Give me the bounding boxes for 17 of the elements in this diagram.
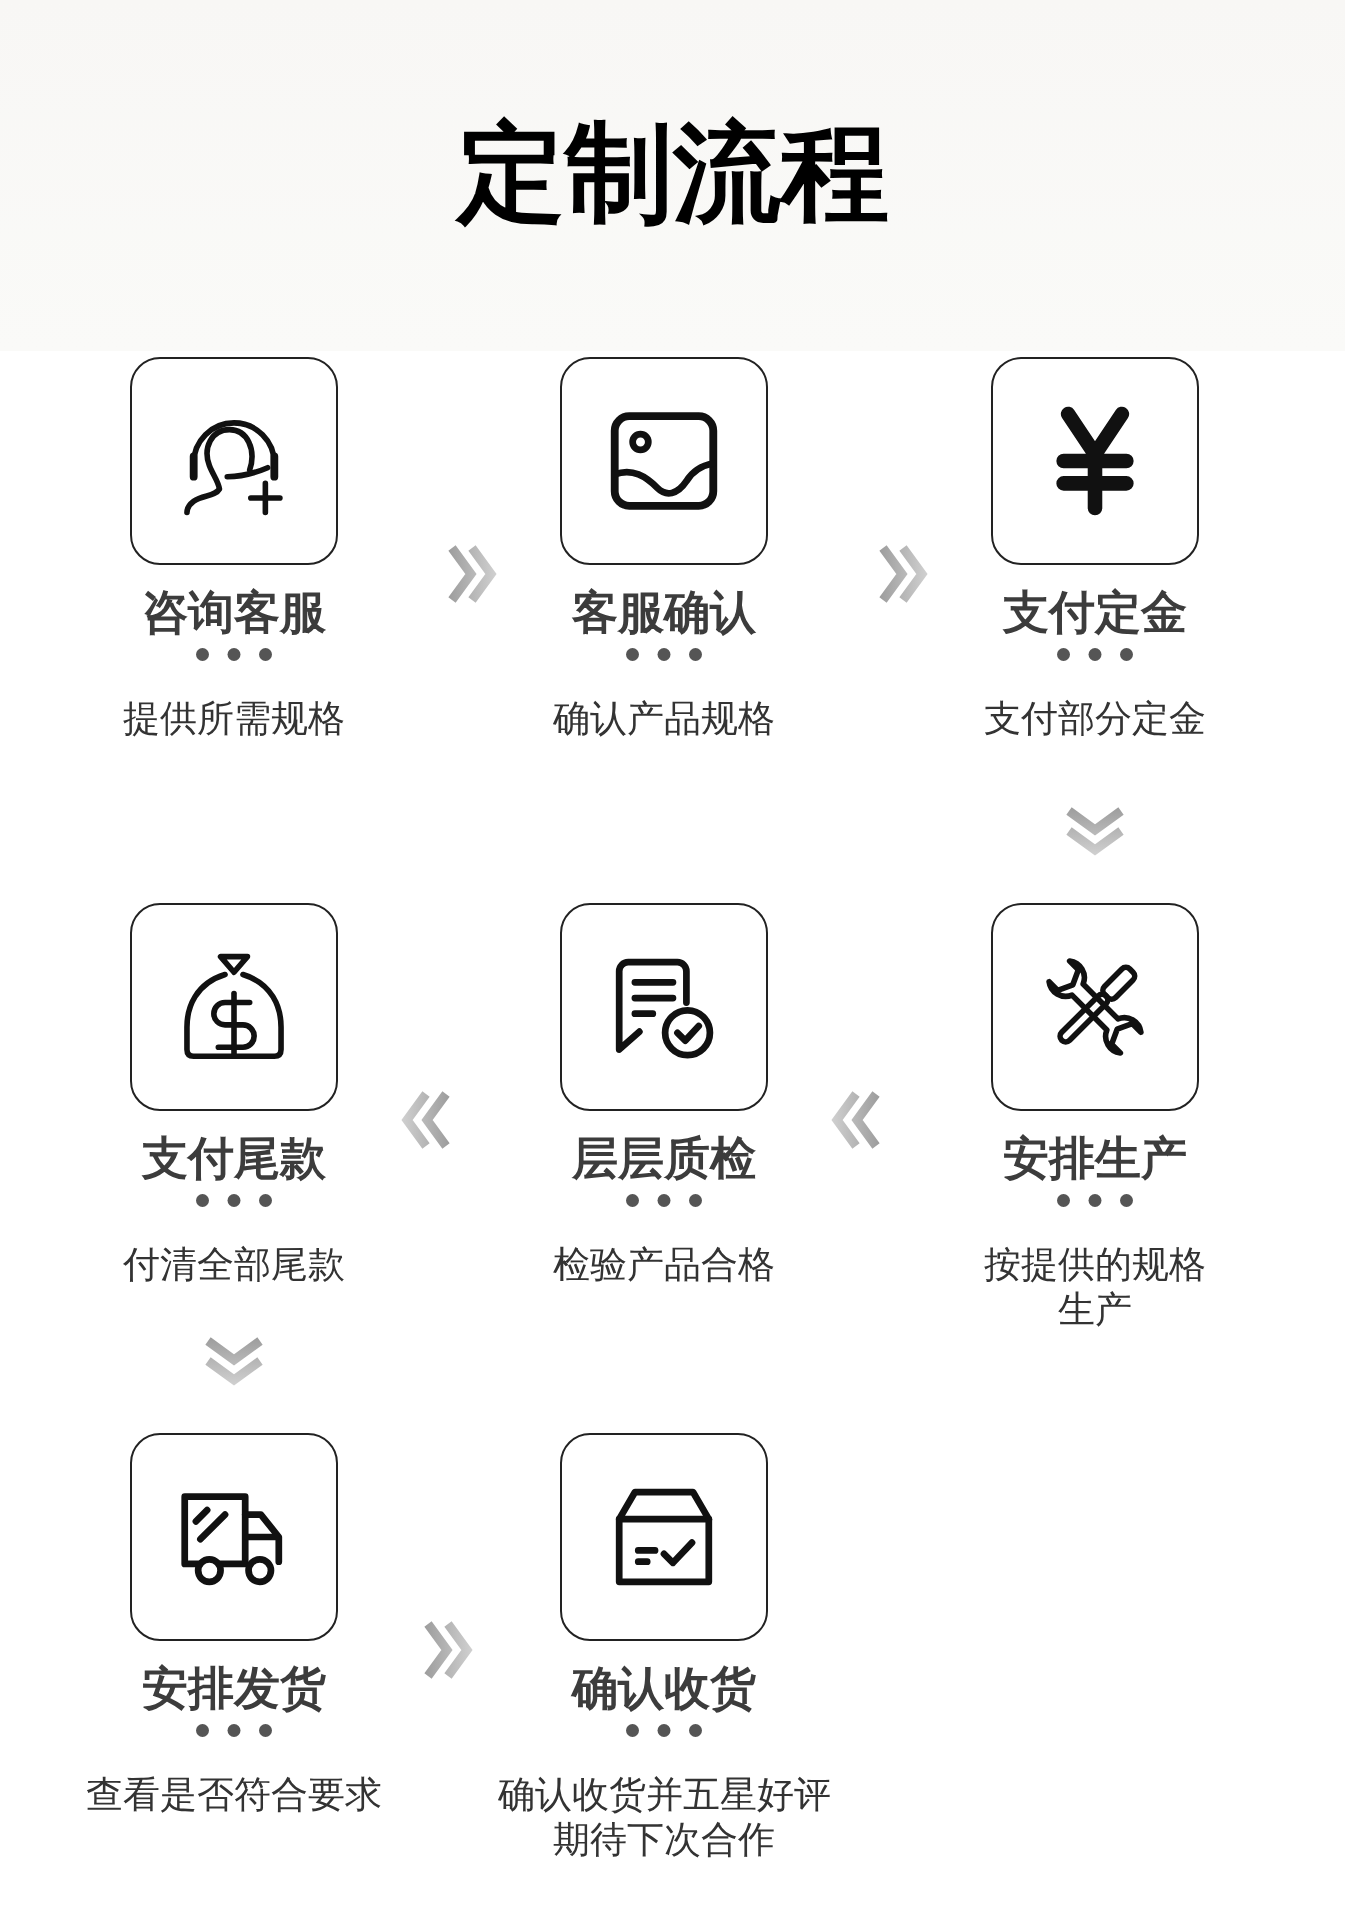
step-description: 付清全部尾款 xyxy=(123,1242,345,1288)
step-description: 提供所需规格 xyxy=(123,696,345,742)
step-description: 确认产品规格 xyxy=(553,696,775,742)
page-title: 定制流程 xyxy=(456,116,889,230)
step-description: 检验产品合格 xyxy=(553,1242,775,1288)
step-title: 层层质检 xyxy=(572,1131,756,1187)
step-title: 客服确认 xyxy=(572,585,756,641)
step-title: 安排生产 xyxy=(1003,1131,1187,1187)
step-title: 安排发货 xyxy=(142,1661,326,1717)
step-title: 支付定金 xyxy=(1003,585,1187,641)
step-description: 查看是否符合要求 xyxy=(86,1772,382,1818)
step-title: 确认收货 xyxy=(572,1661,756,1717)
step-title: 支付尾款 xyxy=(142,1131,326,1187)
step-description: 支付部分定金 xyxy=(984,696,1206,742)
step-title: 咨询客服 xyxy=(142,585,326,641)
step-description: 按提供的规格生产 xyxy=(983,1242,1207,1333)
step-description: 确认收货并五星好评期待下次合作 xyxy=(496,1772,832,1863)
